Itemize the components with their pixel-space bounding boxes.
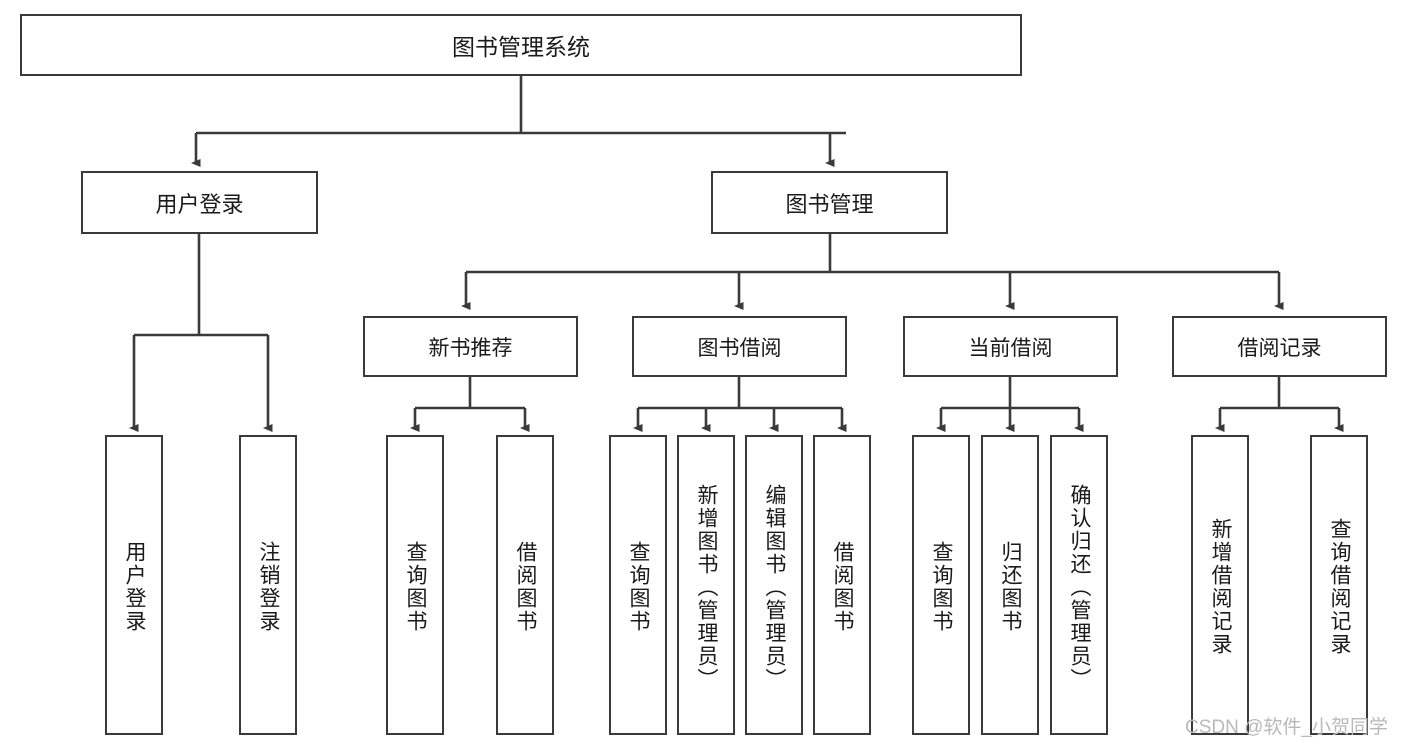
leaf-logout-login-label: 注销登录 (257, 541, 281, 633)
node-user-login-label: 用户登录 (155, 191, 244, 217)
leaf-add-record[interactable]: 新增借阅记录 (1191, 435, 1249, 735)
leaf-edit-book[interactable]: 编辑图书（管理员） (745, 435, 803, 735)
node-book-manage-label: 图书管理 (785, 191, 874, 217)
node-current-borrow[interactable]: 当前借阅 (903, 316, 1118, 377)
leaf-query-record-label: 查询借阅记录 (1328, 518, 1352, 656)
node-new-book-recommend[interactable]: 新书推荐 (363, 316, 578, 377)
leaf-query-book-1-label: 查询图书 (404, 541, 428, 633)
node-borrow-record[interactable]: 借阅记录 (1172, 316, 1387, 377)
leaf-query-book-2-label: 查询图书 (627, 541, 651, 633)
leaf-query-book-1[interactable]: 查询图书 (386, 435, 444, 735)
leaf-return-book-label: 归还图书 (999, 541, 1023, 633)
node-book-manage[interactable]: 图书管理 (711, 171, 948, 234)
node-borrow-record-label: 借阅记录 (1237, 336, 1322, 360)
leaf-edit-book-label: 编辑图书（管理员） (763, 483, 787, 691)
node-user-login[interactable]: 用户登录 (81, 171, 318, 234)
leaf-borrow-book-2[interactable]: 借阅图书 (813, 435, 871, 735)
leaf-borrow-book-2-label: 借阅图书 (831, 541, 855, 633)
leaf-add-book[interactable]: 新增图书（管理员） (677, 435, 735, 735)
leaf-query-record[interactable]: 查询借阅记录 (1310, 435, 1368, 735)
leaf-return-book[interactable]: 归还图书 (981, 435, 1039, 735)
leaf-logout-login[interactable]: 注销登录 (239, 435, 297, 735)
leaf-query-book-2[interactable]: 查询图书 (609, 435, 667, 735)
watermark: CSDN @软件_小贺同学 (1185, 717, 1388, 738)
node-root[interactable]: 图书管理系统 (20, 14, 1022, 76)
node-current-borrow-label: 当前借阅 (968, 336, 1053, 360)
leaf-add-record-label: 新增借阅记录 (1209, 518, 1233, 656)
leaf-borrow-book-1[interactable]: 借阅图书 (496, 435, 554, 735)
leaf-add-book-label: 新增图书（管理员） (695, 483, 719, 691)
leaf-query-book-3-label: 查询图书 (930, 541, 954, 633)
leaf-user-login[interactable]: 用户登录 (105, 435, 163, 735)
node-book-borrow-label: 图书借阅 (697, 336, 782, 360)
leaf-user-login-label: 用户登录 (123, 541, 147, 633)
node-new-book-recommend-label: 新书推荐 (428, 336, 513, 360)
node-book-borrow[interactable]: 图书借阅 (632, 316, 847, 377)
node-root-label: 图书管理系统 (452, 34, 590, 60)
leaf-confirm-return-label: 确认归还（管理员） (1068, 483, 1092, 691)
leaf-borrow-book-1-label: 借阅图书 (514, 541, 538, 633)
leaf-query-book-3[interactable]: 查询图书 (912, 435, 970, 735)
leaf-confirm-return[interactable]: 确认归还（管理员） (1050, 435, 1108, 735)
